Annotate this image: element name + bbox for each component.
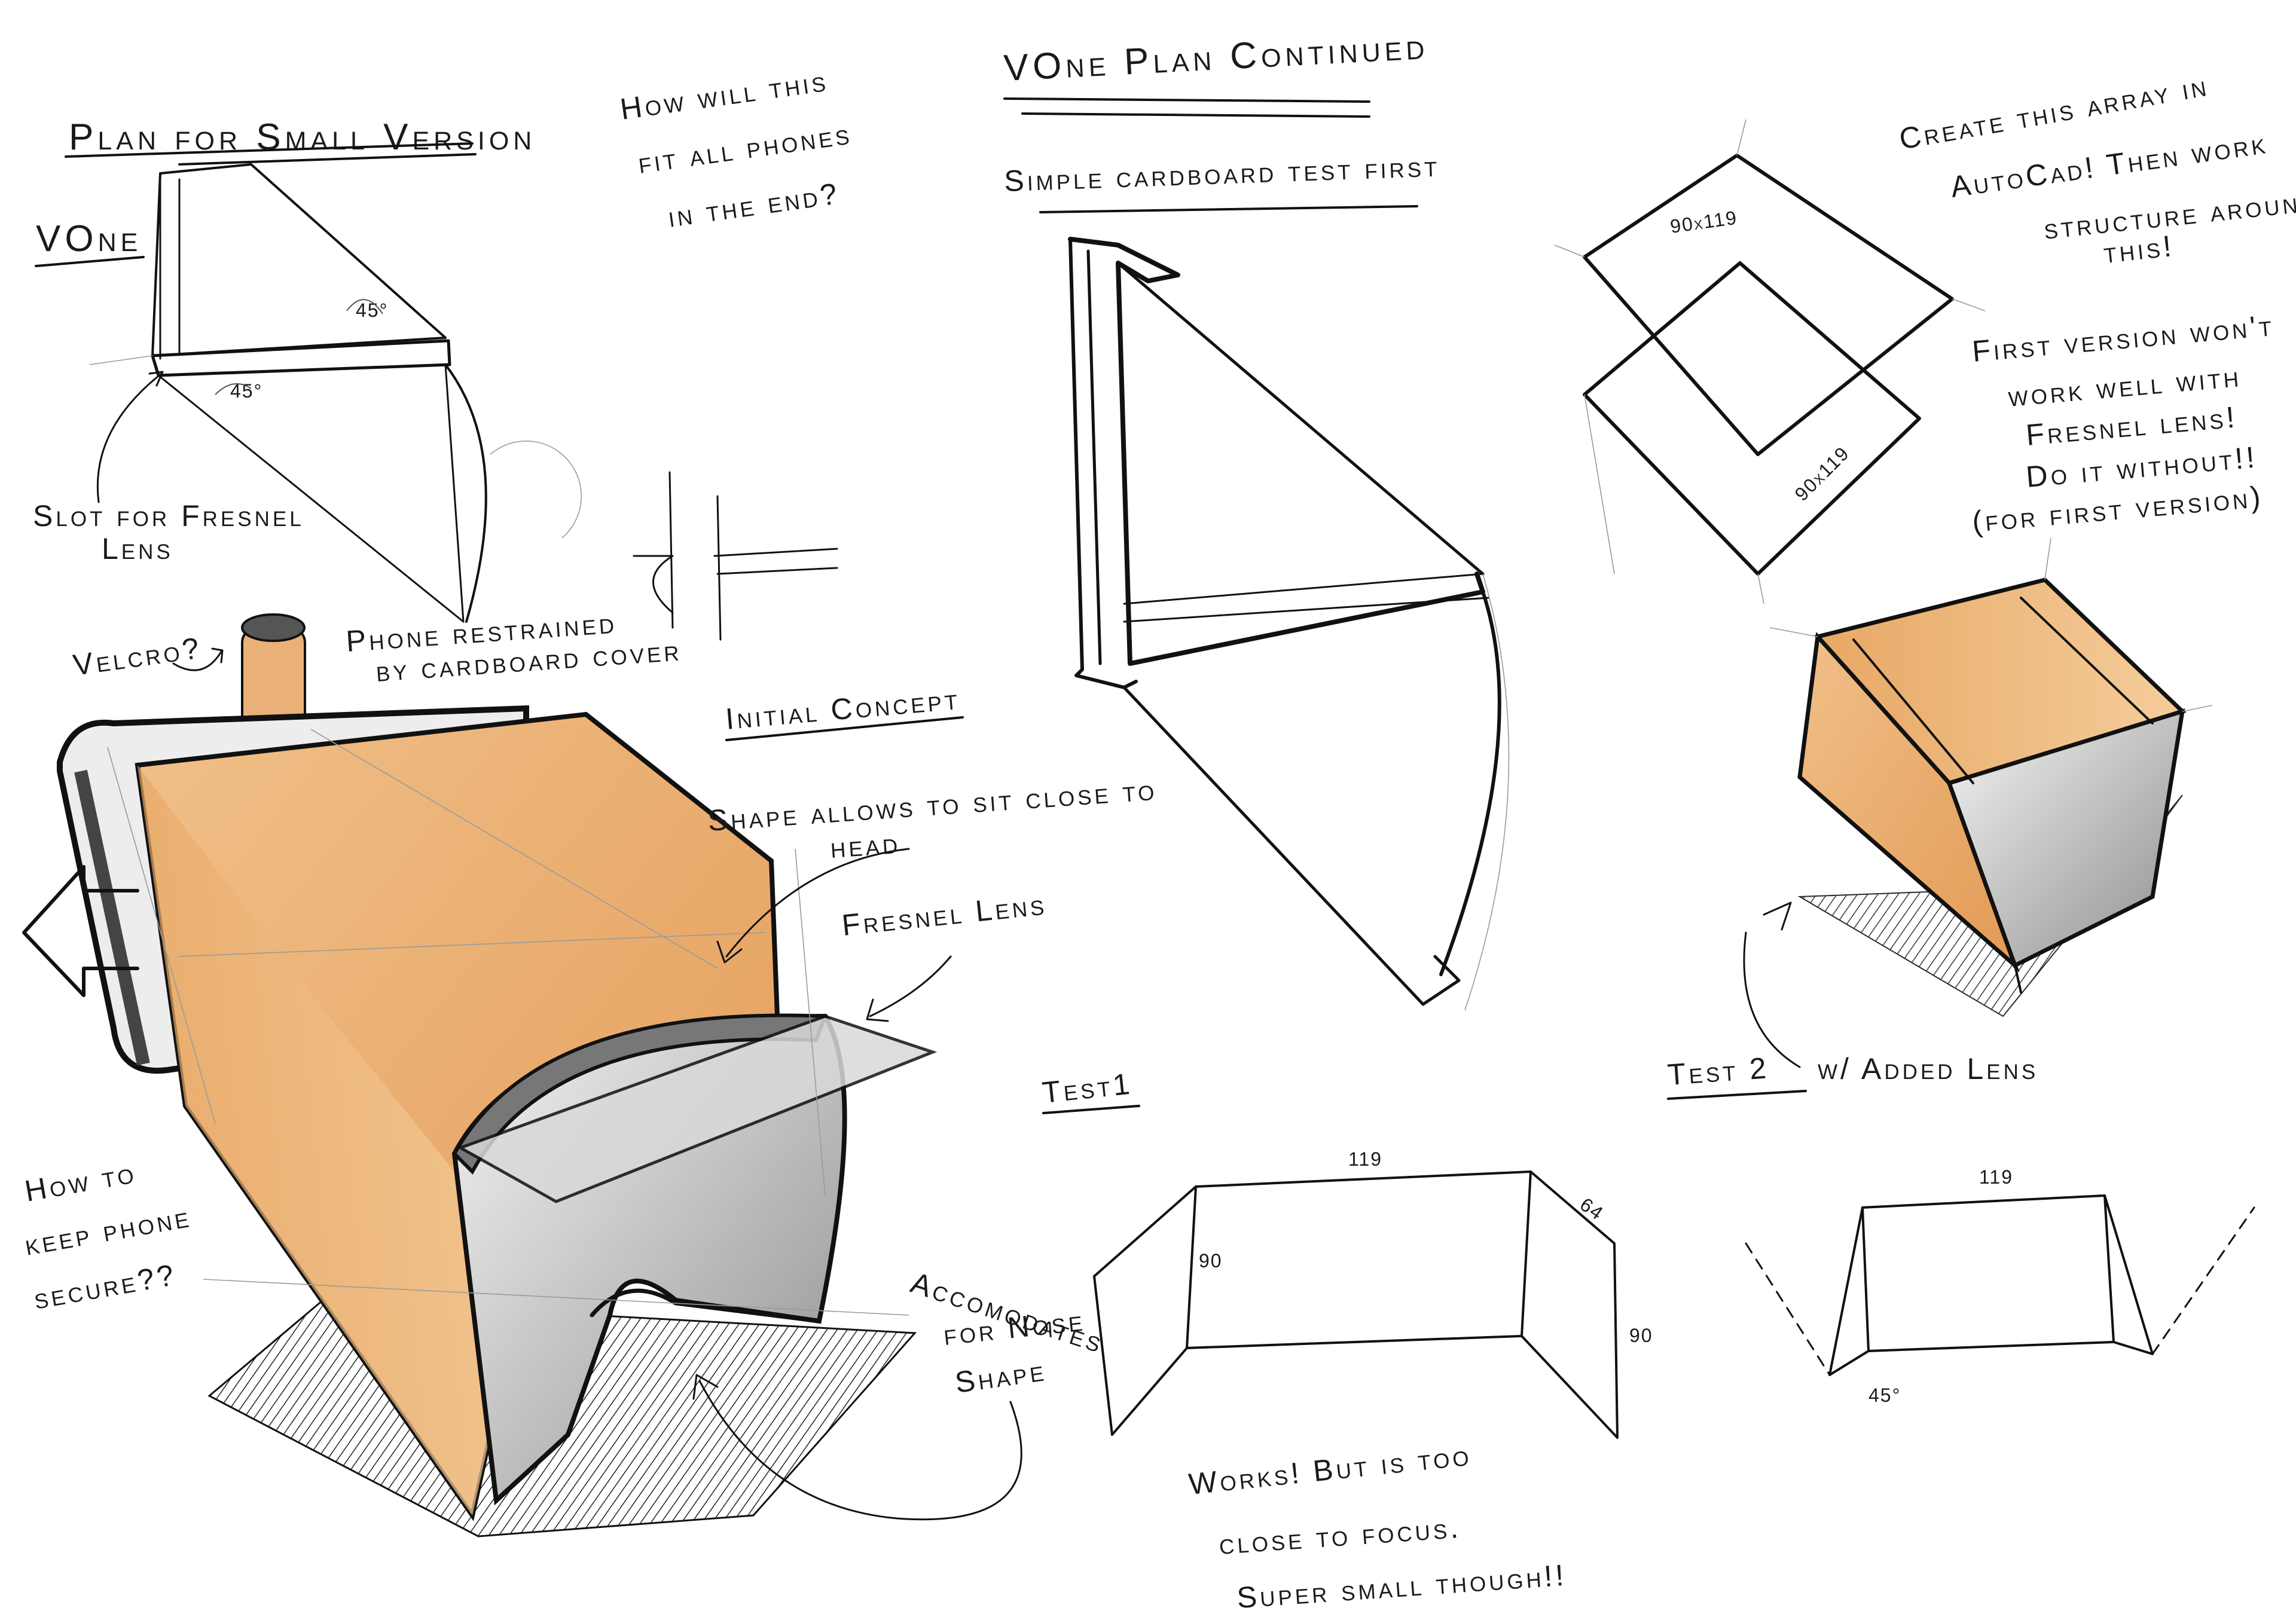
svg-text:How to: How to: [22, 1156, 139, 1208]
fit-question-note: How will this fit all phones in the end?: [618, 64, 854, 234]
svg-text:Works! But is too: Works! But is too: [1187, 1438, 1473, 1501]
added-lens-note: w/ Added Lens: [1818, 1052, 2038, 1086]
angle-label-top: 45°: [356, 299, 388, 321]
slot-detail-sketch: [633, 471, 838, 641]
vone-label: VOne: [35, 218, 145, 267]
phone-restrained-note: Phone restrained by cardboard cover: [345, 606, 683, 688]
svg-text:Plan for Small Version: Plan for Small Version: [69, 117, 536, 158]
initial-concept-title: Initial Concept: [724, 682, 964, 741]
svg-text:Velcro?: Velcro?: [71, 631, 204, 682]
slot-note: Slot for Fresnel Lens: [33, 371, 304, 566]
svg-text:VOne Plan Continued: VOne Plan Continued: [1003, 26, 1430, 89]
svg-text:Shape allows to sit close to: Shape allows to sit close to: [707, 773, 1158, 838]
svg-text:Test 2: Test 2: [1666, 1051, 1770, 1092]
create-array-note: Create this array in AutoCad! Then work …: [1897, 69, 2296, 270]
svg-text:Fresnel Lens: Fresnel Lens: [840, 887, 1048, 942]
dim-top: 119: [1348, 1148, 1382, 1170]
test2-unfolded-sketch: 119 45°: [1745, 1166, 2255, 1406]
left-page-title: Plan for Small Version: [65, 117, 536, 166]
lens-array-sketch: 90x119 90x119: [1554, 119, 1986, 604]
cardboard-test-title: Simple cardboard test first: [1003, 149, 1440, 213]
dim-side: 64: [1576, 1193, 1608, 1224]
dim-top-plate: 90x119: [1669, 207, 1739, 237]
svg-text:keep phone: keep phone: [22, 1200, 194, 1262]
svg-text:fit all phones: fit all phones: [636, 117, 854, 180]
fresnel-lens-note: Fresnel Lens: [840, 887, 1049, 1022]
right-page-title: VOne Plan Continued: [1003, 26, 1430, 118]
svg-text:in the end?: in the end?: [666, 176, 842, 234]
svg-text:Super small though!!: Super small though!!: [1236, 1558, 1568, 1615]
dim-right: 90: [1629, 1325, 1653, 1346]
test2-dim-angle: 45°: [1868, 1384, 1901, 1406]
svg-text:Lens: Lens: [102, 532, 173, 566]
cardboard-side-profile: [1068, 237, 1510, 1011]
keep-phone-note: How to keep phone secure??: [22, 1156, 194, 1316]
velcro-note: Velcro?: [71, 631, 224, 682]
svg-text:How will this: How will this: [618, 64, 831, 126]
svg-text:head: head: [829, 826, 902, 864]
svg-text:Simple cardboard test first: Simple cardboard test first: [1003, 149, 1440, 198]
svg-text:VOne: VOne: [36, 218, 142, 259]
test2-dim-top: 119: [1979, 1166, 2013, 1188]
svg-text:Slot for Fresnel: Slot for Fresnel: [33, 499, 304, 533]
svg-text:First version won't: First version won't: [1971, 308, 2276, 368]
vone-side-profile: 45° 45°: [89, 163, 582, 623]
svg-text:Shape: Shape: [953, 1353, 1049, 1399]
test2-render: [1769, 537, 2213, 1017]
dim-left: 90: [1199, 1250, 1223, 1271]
initial-concept-headset: [22, 613, 938, 1538]
dim-bottom-plate: 90x119: [1790, 442, 1854, 505]
test1-unfolded-sketch: 119 90 64 90: [1093, 1148, 1653, 1439]
svg-text:(for first version): (for first version): [1971, 480, 2265, 539]
svg-text:close to focus.: close to focus.: [1218, 1511, 1463, 1561]
svg-text:secure??: secure??: [31, 1258, 179, 1316]
svg-text:this!: this!: [2102, 229, 2176, 270]
test2-label: Test 2 w/ Added Lens: [1666, 901, 2038, 1100]
test1-label: Test1: [1040, 1066, 1140, 1114]
first-version-note: First version won't work well with Fresn…: [1971, 308, 2276, 539]
works-note: Works! But is too close to focus. Super …: [1187, 1438, 1568, 1615]
svg-text:Test1: Test1: [1040, 1066, 1134, 1109]
